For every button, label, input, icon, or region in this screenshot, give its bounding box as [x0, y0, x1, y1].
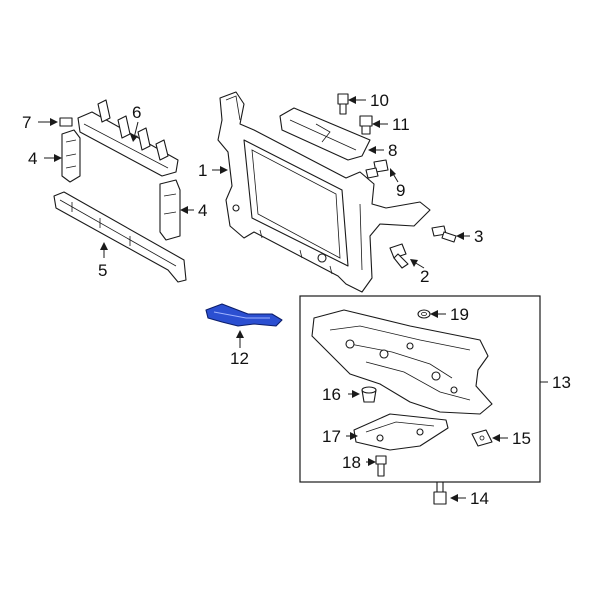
callout-4-left: 4: [28, 149, 37, 168]
leader-lines: [38, 96, 548, 502]
callout-17: 17: [322, 427, 341, 446]
bolt-9: [365, 159, 389, 179]
bolt-18: [375, 455, 387, 477]
part-6-upper-bracket: [77, 99, 179, 177]
part-16-grommet: [361, 386, 377, 403]
undercover-kit-box: [299, 295, 541, 483]
part-13-undercover: [311, 309, 493, 415]
bolt-10: [337, 93, 349, 115]
callout-6: 6: [132, 103, 141, 122]
callout-16: 16: [322, 385, 341, 404]
part-5-lower-guard: [53, 191, 187, 283]
part-19-clip: [417, 309, 431, 319]
callout-19: 19: [450, 305, 469, 324]
bolt-11: [359, 115, 373, 135]
callout-2: 2: [420, 267, 429, 286]
callout-5: 5: [98, 261, 107, 280]
callout-13: 13: [552, 373, 571, 392]
callout-10: 10: [370, 91, 389, 110]
part-8-air-duct-cover: [279, 107, 371, 161]
callout-3: 3: [474, 227, 483, 246]
bolt-3: [431, 225, 457, 243]
callout-labels: 7 6 4 4 5 1 10 11 8 9 3 2 12 19 13 16 17…: [22, 91, 571, 508]
part-4-right-air-guide: [159, 179, 181, 241]
callout-9: 9: [396, 181, 405, 200]
callout-1: 1: [198, 161, 207, 180]
part-17-lower-panel: [353, 413, 449, 451]
callout-7: 7: [22, 113, 31, 132]
bolt-14: [433, 481, 447, 505]
callout-8: 8: [388, 141, 397, 160]
callout-14: 14: [470, 489, 489, 508]
part-1-radiator-support: [217, 91, 431, 293]
callout-12: 12: [230, 349, 249, 368]
part-12-bracket-highlighted: [205, 303, 283, 327]
callout-18: 18: [342, 453, 361, 472]
callout-11: 11: [392, 115, 410, 134]
bolt-7: [59, 117, 73, 127]
callout-4-right: 4: [198, 201, 207, 220]
part-4-left-air-guide: [61, 129, 81, 183]
bolt-2: [389, 243, 409, 269]
part-15-nut: [471, 429, 493, 447]
callout-15: 15: [512, 429, 531, 448]
